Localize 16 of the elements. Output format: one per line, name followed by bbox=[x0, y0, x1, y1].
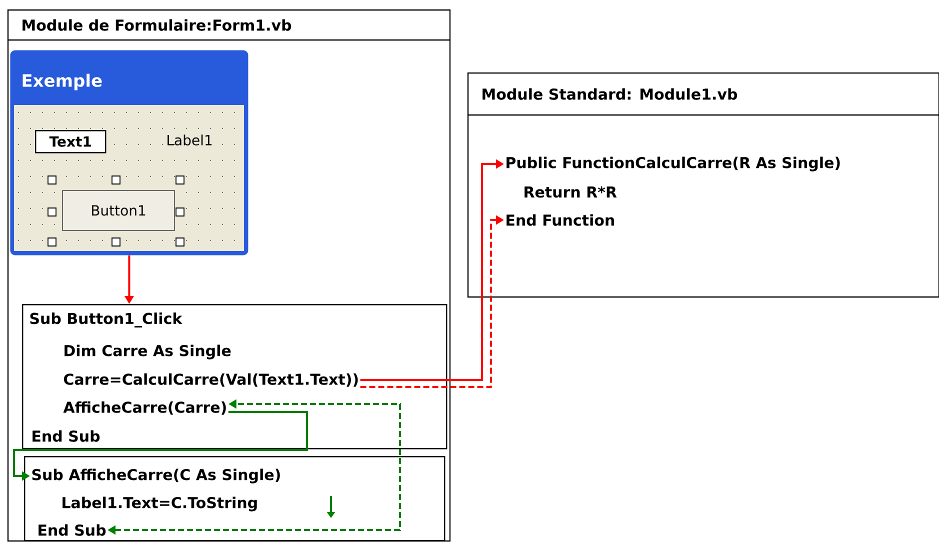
code-line: Dim Carre As Single bbox=[64, 344, 231, 360]
code-line: Public FunctionCalculCarre(R As Single) bbox=[506, 156, 840, 172]
code-line: Label1.Text=C.ToString bbox=[62, 496, 257, 512]
code-line: Sub Button1_Click bbox=[30, 312, 182, 328]
button: Button1 bbox=[62, 190, 175, 231]
text-field: Text1 bbox=[35, 130, 106, 154]
code-line: Carre=CalculCarre(Val(Text1.Text)) bbox=[64, 373, 358, 387]
code-line: End Sub bbox=[38, 524, 106, 536]
code-line: Return R*R bbox=[524, 186, 617, 198]
code-box bbox=[24, 456, 446, 542]
code-box bbox=[22, 304, 448, 450]
code-line: Sub AfficheCarre(C As Single) bbox=[32, 468, 280, 484]
code-line: AfficheCarre(Carre) bbox=[63, 401, 226, 415]
code-line: End Function bbox=[506, 214, 614, 226]
control-label: Label1 bbox=[168, 134, 212, 146]
code-line: End Sub bbox=[32, 430, 100, 442]
